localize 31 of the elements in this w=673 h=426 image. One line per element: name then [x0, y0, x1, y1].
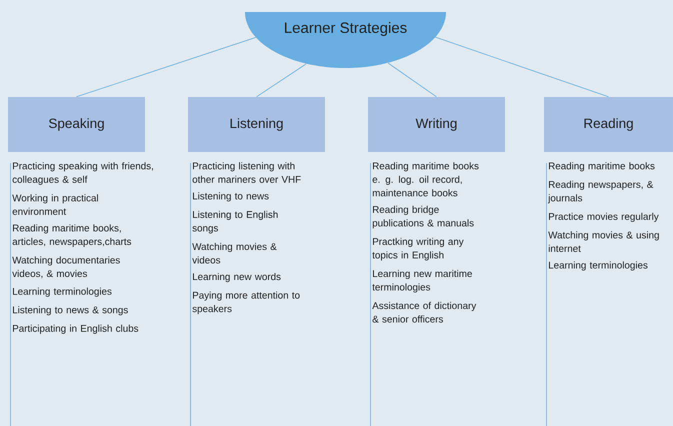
list-item: Learning new maritime terminologies	[372, 270, 472, 292]
list-item: Practking writing any topics in English	[372, 238, 464, 260]
list-item: Practicing speaking with friends, colleagues & self	[12, 162, 153, 185]
connector-line	[256, 64, 306, 98]
list-item: Listening to news	[193, 192, 269, 202]
list-item: Practice movies regularly	[549, 212, 659, 222]
list-item: Reading maritime books, articles, newspapers,charts	[12, 224, 132, 247]
list-item: Watching movies & using internet	[548, 231, 659, 252]
connector-line	[76, 36, 258, 98]
category-box: Speaking	[8, 97, 145, 152]
list-item: Learning terminologies	[13, 288, 112, 297]
list-item: Paying more attention to speakers	[192, 292, 300, 314]
list-item: Watching movies & videos	[192, 242, 277, 264]
list-item: Reading maritime books	[549, 162, 655, 172]
connector-line	[388, 62, 437, 98]
list-item: Practicing listening with other mariners over VHF	[192, 162, 301, 183]
list-item: Watching documentaries videos, & movies	[12, 256, 120, 278]
list-item: Learning terminologies	[549, 261, 648, 271]
list-item: Listening to English songs	[192, 210, 278, 234]
list-item: Reading bridge publications & manuals	[372, 206, 474, 228]
list-item: Participating in English clubs	[13, 324, 138, 334]
list-item: Listening to news & songs	[13, 306, 128, 316]
list-item: Working in practical environment	[12, 194, 98, 215]
category-box: Reading	[544, 97, 673, 152]
category-box: Listening	[188, 97, 325, 152]
connector-line	[434, 36, 609, 98]
category-box: Writing	[368, 97, 505, 152]
list-item: Reading maritime books e. g. log. oil record, maintenance books	[372, 162, 479, 196]
list-item: Assistance of dictionary & senior officers	[372, 302, 476, 323]
list-item: Learning new words	[193, 272, 281, 282]
list-item: Reading newspapers, & journals	[548, 180, 654, 204]
